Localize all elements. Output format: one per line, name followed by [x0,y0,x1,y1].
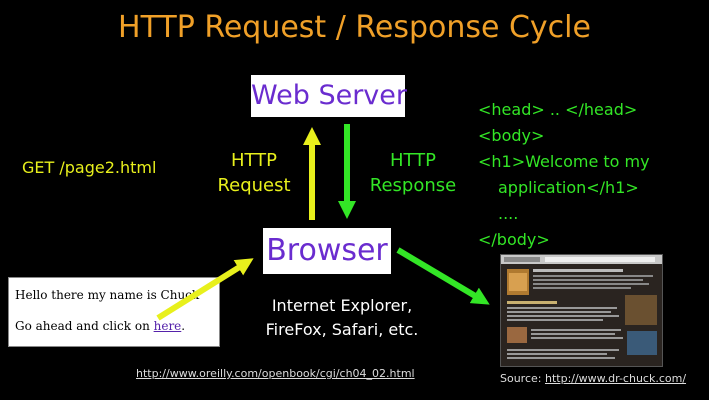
http-request-label: HTTP Request [210,148,298,198]
browser-examples-line1: Internet Explorer, [271,296,413,315]
thumbnail-graphic [501,255,662,366]
code-line-5: .... [498,204,519,223]
preview-instruction: Go ahead and click on here. [15,319,185,333]
click-arrow [156,258,254,321]
preview-instruction-text: Go ahead and click on [15,319,154,333]
source-label: Source: [500,372,545,385]
http-response-line2: Response [369,175,457,196]
preview-period: . [181,319,186,333]
render-arrow [396,247,490,305]
source-url-link[interactable]: http://www.dr-chuck.com/ [544,372,687,385]
browser-examples-line2: FireFox, Safari, etc. [265,320,419,339]
http-response-line1: HTTP [389,150,437,171]
http-response-label: HTTP Response [363,148,463,198]
browser-examples: Internet Explorer, FireFox, Safari, etc. [262,294,422,342]
code-line-1: <head> .. </head> [478,100,638,119]
rendered-page-thumbnail [500,254,663,367]
http-request-line1: HTTP [230,150,278,171]
web-server-node: Web Server [251,75,407,117]
html-response-code: <head> .. </head> <body> <h1>Welcome to … [478,97,650,253]
code-line-3: <h1>Welcome to my [478,152,650,171]
code-line-4: application</h1> [498,178,639,197]
http-request-line2: Request [217,175,291,196]
source-credit: Source: http://www.dr-chuck.com/ [500,372,686,385]
preview-greeting: Hello there my name is Chuck [15,288,200,302]
code-line-2: <body> [478,126,545,145]
code-line-6: </body> [478,230,550,249]
preview-here-link[interactable]: here [153,319,182,333]
page-preview: Hello there my name is Chuck Go ahead an… [8,277,220,347]
reference-url-link[interactable]: http://www.oreilly.com/openbook/cgi/ch04… [136,367,415,380]
browser-node: Browser [263,228,391,274]
request-path-label: GET /page2.html [22,158,157,177]
slide-title: HTTP Request / Response Cycle [118,10,591,45]
